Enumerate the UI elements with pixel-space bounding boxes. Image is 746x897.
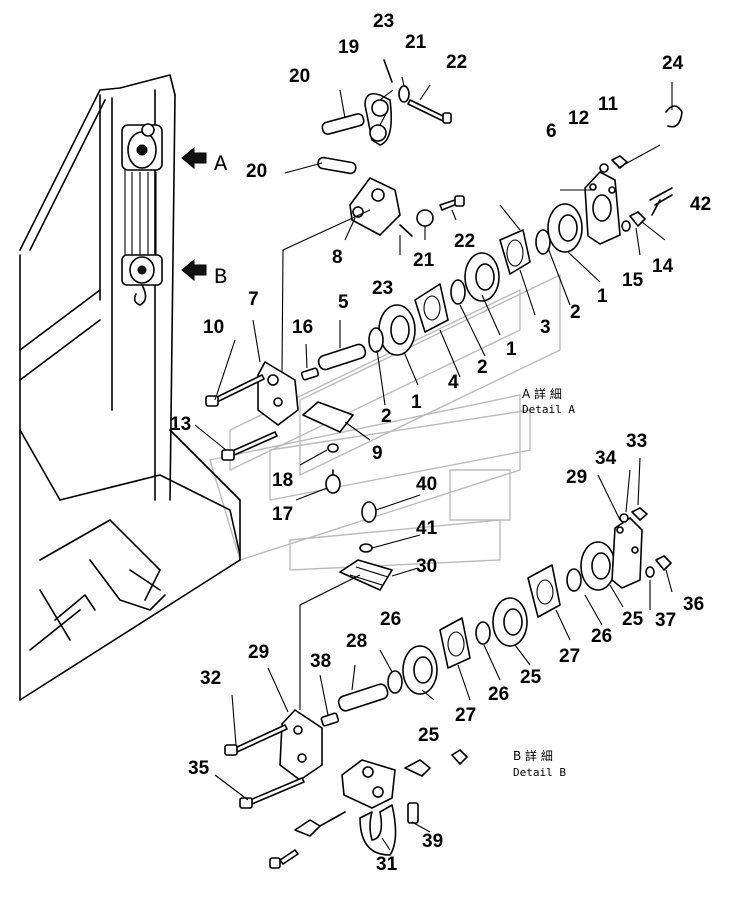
svg-text:A: A bbox=[214, 152, 228, 177]
callout-26: 26 bbox=[488, 684, 509, 705]
callout-18: 18 bbox=[272, 470, 293, 491]
callout-21: 21 bbox=[405, 32, 427, 53]
svg-text:B 詳 細: B 詳 細 bbox=[513, 748, 553, 763]
callout-26: 26 bbox=[380, 609, 401, 630]
callout-7: 7 bbox=[248, 289, 259, 310]
callout-35: 35 bbox=[188, 758, 210, 779]
callout-3: 3 bbox=[540, 317, 551, 338]
callout-23: 23 bbox=[373, 11, 394, 32]
callout-41: 41 bbox=[416, 518, 438, 539]
callout-20: 20 bbox=[246, 161, 267, 182]
svg-text:B: B bbox=[214, 265, 227, 290]
callout-28: 28 bbox=[346, 631, 367, 652]
watermark-logo bbox=[209, 273, 561, 571]
svg-text:Detail B: Detail B bbox=[513, 766, 566, 779]
detail-b-label: B 詳 細 Detail B bbox=[513, 748, 566, 779]
svg-text:Detail A: Detail A bbox=[522, 403, 575, 416]
callout-13: 13 bbox=[170, 414, 191, 435]
callout-11: 11 bbox=[598, 94, 619, 115]
callout-2: 2 bbox=[381, 406, 392, 427]
callout-14: 14 bbox=[652, 256, 674, 277]
callout-1: 1 bbox=[597, 286, 608, 307]
callout-26: 26 bbox=[591, 626, 612, 647]
detail-a-label: A 詳 細 Detail A bbox=[522, 386, 575, 416]
pulley-assembly-b bbox=[121, 254, 163, 306]
detail-a-parts bbox=[194, 59, 683, 501]
callout-38: 38 bbox=[310, 651, 331, 672]
callout-37: 37 bbox=[655, 610, 676, 631]
callout-23: 23 bbox=[372, 278, 393, 299]
callout-39: 39 bbox=[422, 831, 443, 852]
callout-16: 16 bbox=[292, 317, 313, 338]
callout-numbers: 23 19 21 22 20 20 24 12 11 6 42 22 8 21 … bbox=[170, 11, 711, 875]
callout-34: 34 bbox=[595, 448, 617, 469]
view-arrow-a: A bbox=[181, 146, 228, 177]
callout-32: 32 bbox=[200, 668, 221, 689]
callout-27: 27 bbox=[455, 705, 476, 726]
callout-31: 31 bbox=[376, 854, 398, 875]
callout-30: 30 bbox=[416, 556, 437, 577]
callout-29: 29 bbox=[566, 467, 587, 488]
callout-5: 5 bbox=[338, 292, 349, 313]
detail-b-parts bbox=[214, 457, 673, 869]
callout-1: 1 bbox=[506, 339, 517, 360]
callout-9: 9 bbox=[372, 443, 383, 464]
callout-15: 15 bbox=[622, 270, 644, 291]
callout-12: 12 bbox=[568, 108, 589, 129]
callout-4: 4 bbox=[448, 372, 459, 393]
callout-2: 2 bbox=[570, 302, 581, 323]
callout-8: 8 bbox=[332, 247, 343, 268]
callout-40: 40 bbox=[416, 474, 437, 495]
callout-25: 25 bbox=[418, 725, 440, 746]
callout-36: 36 bbox=[683, 594, 704, 615]
callout-20: 20 bbox=[289, 66, 310, 87]
callout-42: 42 bbox=[690, 194, 711, 215]
callout-29: 29 bbox=[248, 642, 269, 663]
callout-19: 19 bbox=[338, 37, 359, 58]
machine-frame: A B bbox=[19, 74, 241, 701]
callout-10: 10 bbox=[203, 317, 224, 338]
svg-text:A 詳 細: A 詳 細 bbox=[522, 386, 562, 401]
callout-1: 1 bbox=[411, 392, 422, 413]
callout-24: 24 bbox=[662, 53, 684, 74]
callout-22: 22 bbox=[446, 52, 467, 73]
callout-21: 21 bbox=[413, 250, 435, 271]
pulley-assembly-a bbox=[121, 123, 163, 262]
view-arrow-b: B bbox=[181, 258, 227, 290]
callout-2: 2 bbox=[477, 357, 488, 378]
callout-22: 22 bbox=[454, 231, 475, 252]
callout-6: 6 bbox=[546, 121, 557, 142]
callout-25: 25 bbox=[520, 667, 542, 688]
callout-25: 25 bbox=[622, 609, 644, 630]
callout-27: 27 bbox=[559, 646, 580, 667]
callout-17: 17 bbox=[272, 504, 293, 525]
callout-33: 33 bbox=[626, 431, 647, 452]
